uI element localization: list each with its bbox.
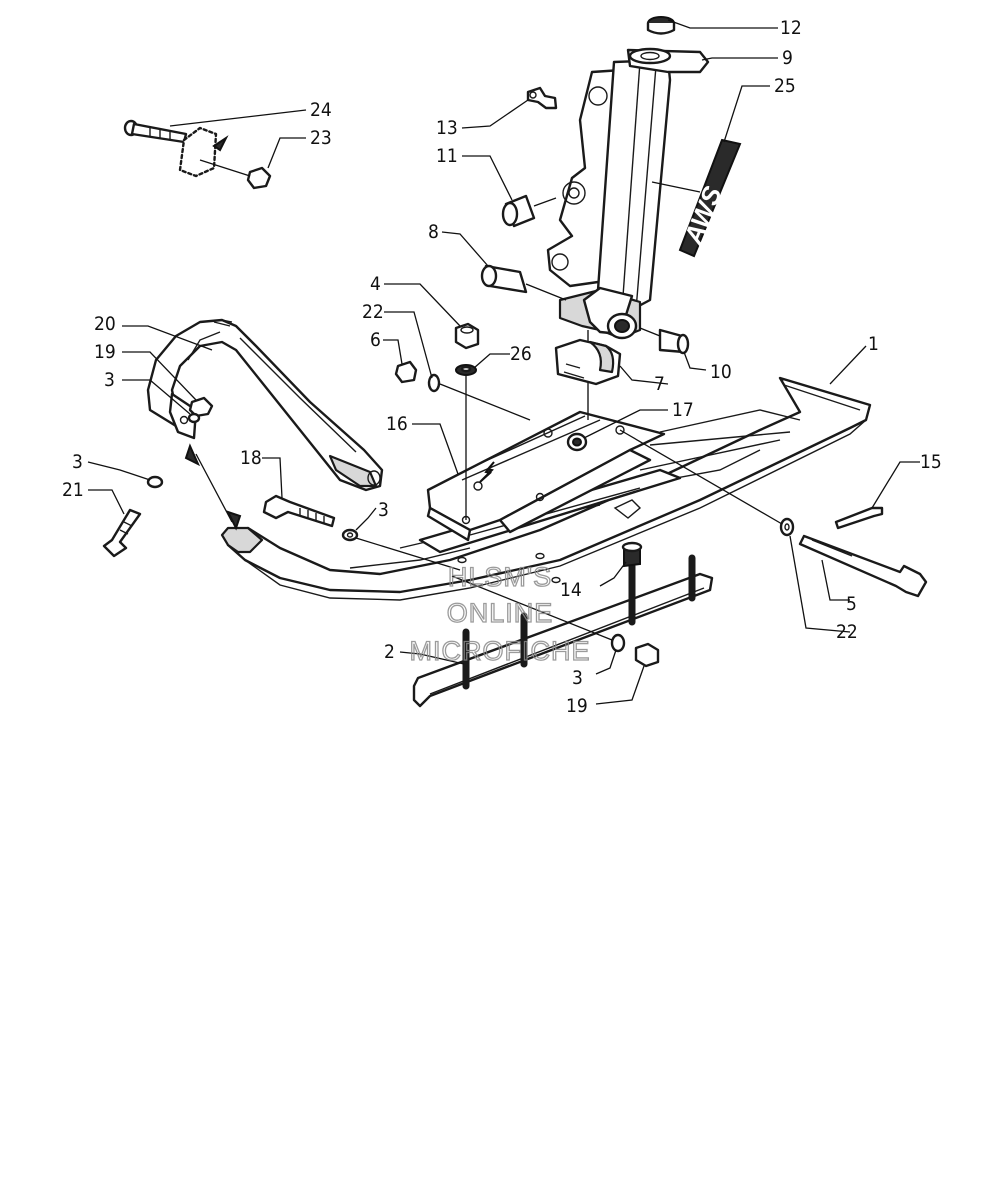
long-bolt <box>798 534 928 598</box>
nut-lower <box>634 642 660 668</box>
callout-26: 26 <box>510 343 532 365</box>
callout-3: 3 <box>104 369 115 391</box>
callout-13: 13 <box>436 117 458 139</box>
callout-22: 22 <box>836 621 858 643</box>
wear-rod <box>412 554 714 708</box>
leader-lines <box>87 19 920 705</box>
washer-lower <box>610 633 626 653</box>
callout-5: 5 <box>846 593 857 615</box>
callout-19: 19 <box>94 341 116 363</box>
axle-line <box>619 429 783 525</box>
saddle-washer <box>566 432 588 452</box>
aws-decal: AWS ARCTIC WORKING SUSPENSION <box>651 138 743 258</box>
spindle-saddle <box>426 410 666 542</box>
rod-spacer <box>621 541 643 568</box>
callout-3: 3 <box>572 667 583 689</box>
bushing-lower <box>480 264 567 301</box>
callout-1: 1 <box>868 333 879 355</box>
callout-14: 14 <box>560 579 582 601</box>
wear-block <box>554 338 622 386</box>
washer-mid <box>341 528 359 542</box>
callout-11: 11 <box>436 145 458 167</box>
watermark-line-1: HLSM'S <box>448 562 552 592</box>
cotter-pin <box>834 506 884 530</box>
grease-fitting <box>526 86 558 110</box>
callout-22: 22 <box>362 301 384 323</box>
callout-25: 25 <box>774 75 796 97</box>
washer-22-left <box>427 373 441 393</box>
callout-labels: 1 2 3 3 3 3 4 5 6 7 8 9 10 11 12 13 14 1… <box>62 17 942 717</box>
watermark: HLSM'S ONLINE MICROFICHE <box>409 561 591 666</box>
callout-15: 15 <box>920 451 942 473</box>
handle-bolt <box>262 494 336 528</box>
callout-12: 12 <box>780 17 802 39</box>
nut-left <box>188 396 214 418</box>
watermark-line-2: ONLINE <box>447 598 554 628</box>
nut-six <box>394 360 418 384</box>
cap-plug <box>646 16 676 35</box>
callout-18: 18 <box>240 447 262 469</box>
ski-loop-handle <box>146 318 384 531</box>
callout-3: 3 <box>72 451 83 473</box>
callout-21: 21 <box>62 479 84 501</box>
callout-8: 8 <box>428 221 439 243</box>
callout-16: 16 <box>386 413 408 435</box>
washer-right <box>779 517 795 537</box>
spindle <box>546 47 710 420</box>
callout-4: 4 <box>370 273 381 295</box>
bushing-upper <box>501 194 557 228</box>
bracket-bolt <box>123 119 272 190</box>
washer-left-lower <box>146 475 164 489</box>
washer-left-upper <box>187 412 201 424</box>
callout-3: 3 <box>378 499 389 521</box>
callout-24: 24 <box>310 99 332 121</box>
bushing-right <box>639 327 690 355</box>
spindle-washer <box>455 364 477 376</box>
callout-7: 7 <box>654 373 665 395</box>
callout-10: 10 <box>710 361 732 383</box>
callout-19: 19 <box>566 695 588 717</box>
watermark-line-3: MICROFICHE <box>410 636 591 666</box>
spindle-nut <box>454 322 480 350</box>
callout-20: 20 <box>94 313 116 335</box>
callout-17: 17 <box>672 399 694 421</box>
callout-2: 2 <box>384 641 395 663</box>
callout-23: 23 <box>310 127 332 149</box>
callout-9: 9 <box>782 47 793 69</box>
handle-lower-bolt <box>102 508 142 558</box>
callout-6: 6 <box>370 329 381 351</box>
